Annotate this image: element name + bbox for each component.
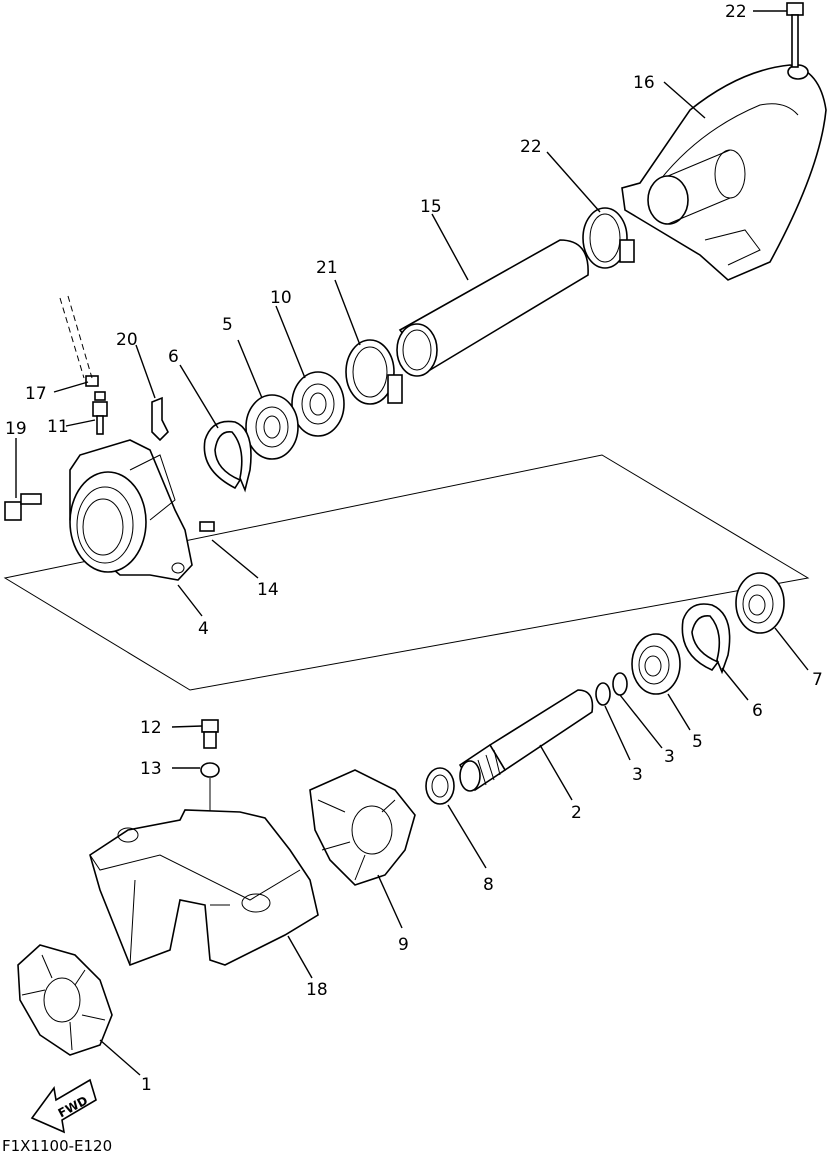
callout-9: 11 xyxy=(47,417,69,437)
part-8-bearing xyxy=(291,371,345,437)
part-4-housing xyxy=(69,439,193,581)
callout-21: 22 xyxy=(725,2,747,22)
part-6-circlip-lower xyxy=(681,603,731,675)
callout-22-upper: 22 xyxy=(520,137,542,157)
callout-5-lower: 5 xyxy=(692,732,703,752)
part-7-bearing xyxy=(735,572,785,634)
part-13-washer xyxy=(200,762,220,778)
part-14-bolt xyxy=(201,719,219,749)
callout-5-upper: 5 xyxy=(222,315,233,335)
part-18-plate xyxy=(151,396,169,442)
part-11-washer xyxy=(425,767,455,805)
part-6-circlip-upper xyxy=(203,420,252,493)
callout-6-lower: 6 xyxy=(752,701,763,721)
callout-12: 14 xyxy=(257,580,279,600)
callout-2: 2 xyxy=(571,803,582,823)
part-19-hose xyxy=(396,239,589,377)
part-2-shaft xyxy=(458,689,594,792)
leader-lines xyxy=(15,10,809,1076)
callout-14: 12 xyxy=(140,718,162,738)
callout-13: 13 xyxy=(140,759,162,779)
part-5-bearing-lower xyxy=(631,633,681,695)
callout-22-lower: 21 xyxy=(316,258,338,278)
callout-1: 1 xyxy=(141,1075,152,1095)
callout-18: 20 xyxy=(116,330,138,350)
callouts: 22 16 22 15 21 10 5 6 20 17 11 19 14 4 7… xyxy=(5,2,823,1095)
part-3-o-ring-b xyxy=(612,672,628,696)
drawing-code: F1X1100-E120 xyxy=(2,1137,112,1154)
callout-3-right: 3 xyxy=(664,747,675,767)
part-3-o-ring-a xyxy=(595,682,611,706)
part-9-fitting xyxy=(92,391,108,435)
callout-3-left: 3 xyxy=(632,765,643,785)
callout-15: 17 xyxy=(25,384,47,404)
callout-4: 4 xyxy=(198,619,209,639)
part-10-impeller xyxy=(309,769,416,886)
part-1-grate xyxy=(17,944,113,1056)
callout-10: 9 xyxy=(398,935,409,955)
fwd-arrow-icon: FWD xyxy=(30,1078,97,1134)
callout-11: 8 xyxy=(483,875,494,895)
part-22-clamp-upper xyxy=(582,207,635,269)
part-21-bolt xyxy=(786,2,804,68)
callout-16: 18 xyxy=(306,980,328,1000)
part-5-bearing-upper xyxy=(245,394,299,460)
callout-6-upper: 6 xyxy=(168,347,179,367)
part-20-nozzle-housing xyxy=(621,64,827,281)
assembly-frame xyxy=(3,454,810,691)
part-22-clamp-lower xyxy=(345,339,403,405)
callout-8: 10 xyxy=(270,288,292,308)
callout-20: 16 xyxy=(633,73,655,93)
part-15-nut xyxy=(85,375,99,387)
part-17-bolt xyxy=(4,493,42,521)
callout-7: 7 xyxy=(812,670,823,690)
part-12-pin xyxy=(199,521,215,532)
callout-19: 15 xyxy=(420,197,442,217)
part-16-duct xyxy=(89,809,319,967)
callout-17: 19 xyxy=(5,419,27,439)
guide-line xyxy=(59,295,93,379)
